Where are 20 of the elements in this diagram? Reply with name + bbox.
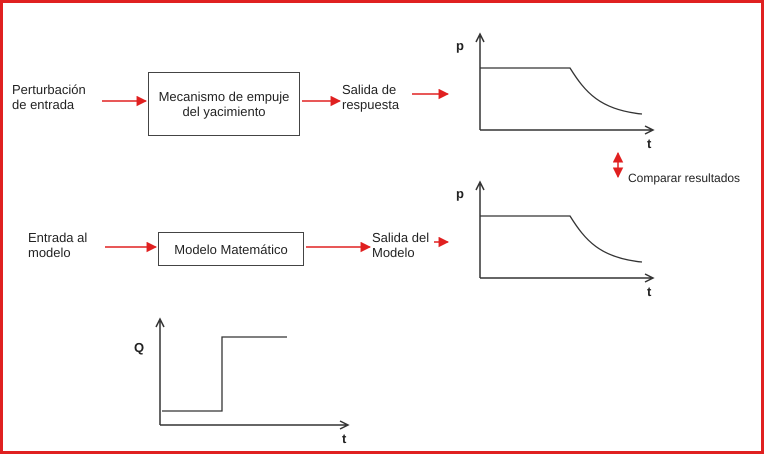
axis-label: p	[456, 38, 464, 53]
io-label: Perturbación de entrada	[12, 82, 100, 112]
io-label: Entrada al modelo	[28, 230, 103, 260]
io-label: Salida de respuesta	[342, 82, 410, 112]
io-label: Salida del Modelo	[372, 230, 432, 260]
axis-label: t	[647, 136, 652, 151]
double-arrow	[612, 152, 624, 178]
arrow	[412, 88, 450, 100]
arrow	[434, 236, 450, 248]
axis-label: t	[342, 431, 346, 446]
process-box: Modelo Matemático	[158, 232, 304, 266]
arrow	[102, 96, 148, 106]
edge-label: Comparar resultados	[628, 171, 740, 185]
axis-label: Q	[134, 340, 144, 355]
arrow	[306, 242, 372, 252]
axis-label: p	[456, 186, 464, 201]
axis-label: t	[647, 284, 652, 299]
process-box: Mecanismo de empuje del yacimiento	[148, 72, 300, 136]
arrow	[302, 96, 342, 106]
arrow	[105, 242, 158, 252]
